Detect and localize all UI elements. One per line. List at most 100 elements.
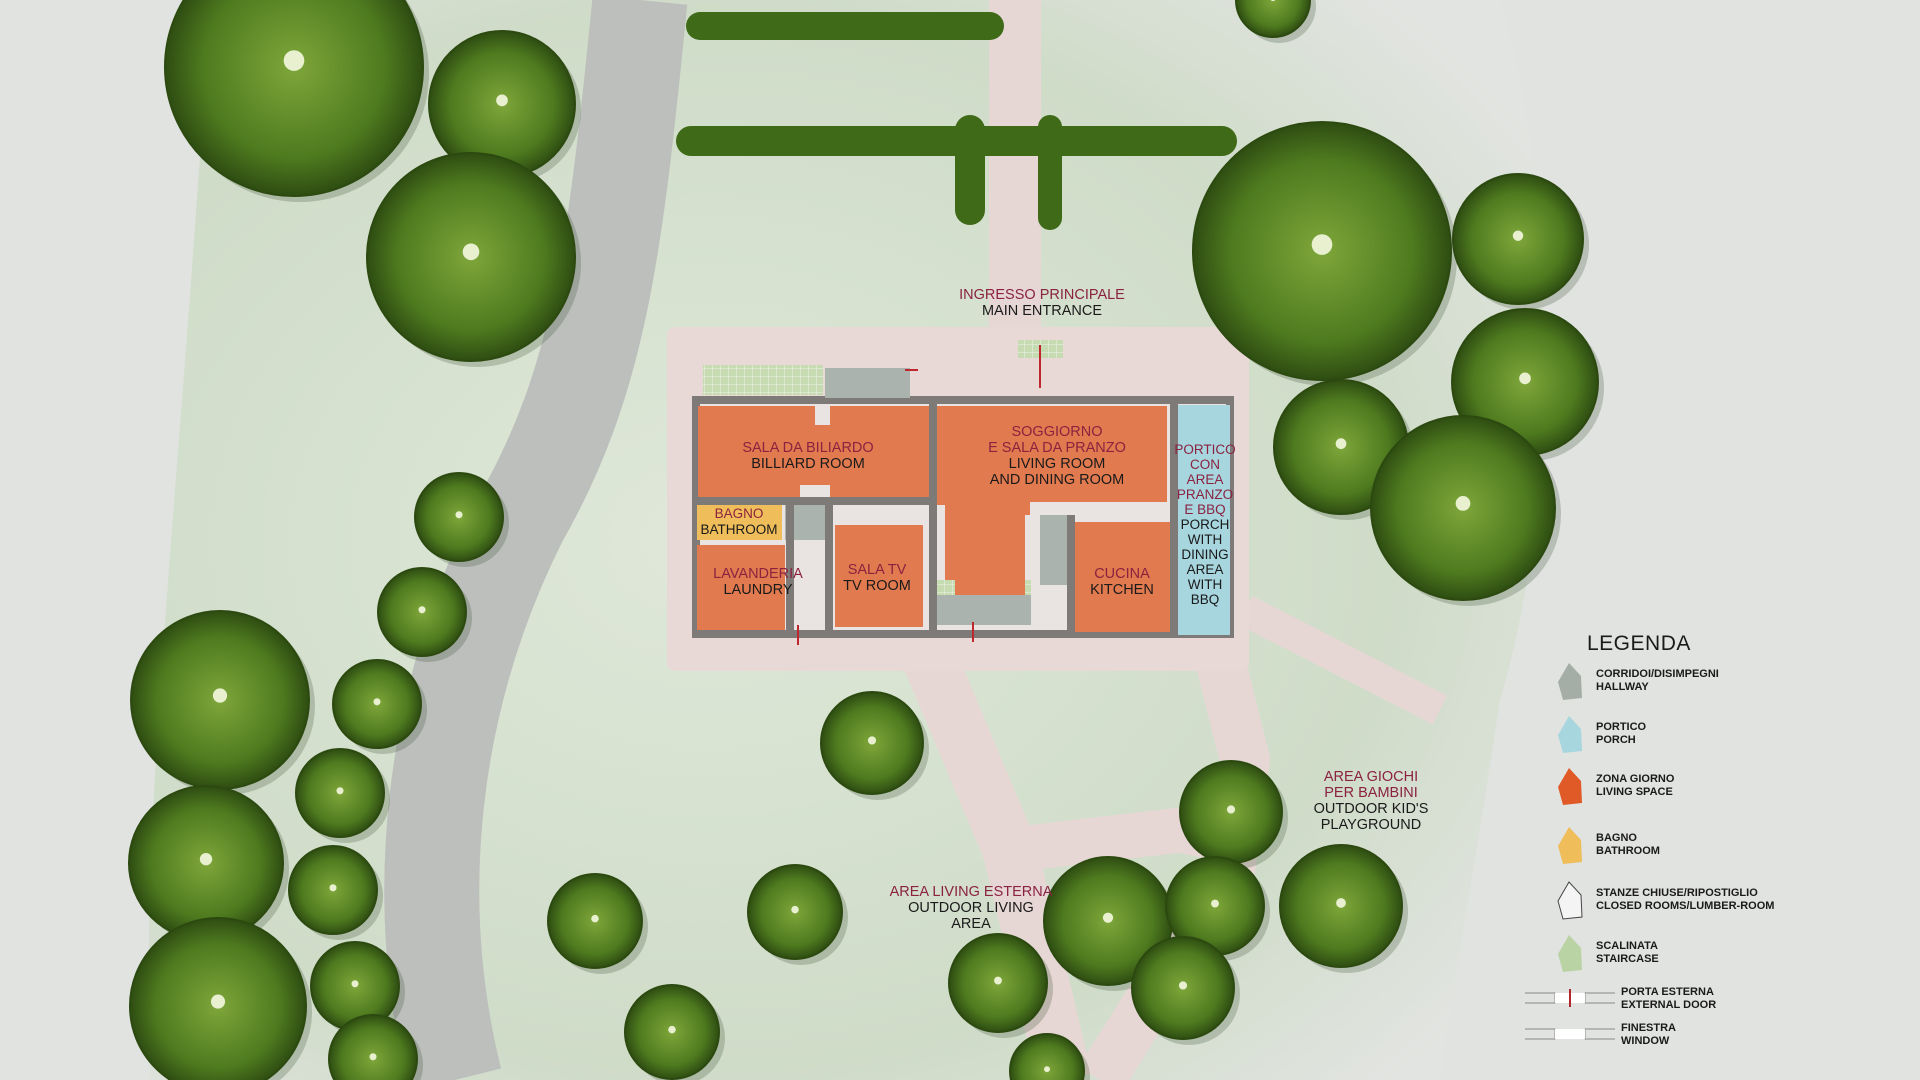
billiard-room-floor [698, 406, 930, 497]
tree-icon [820, 691, 929, 800]
living-room-floor [937, 406, 1167, 595]
tree-icon [414, 472, 509, 567]
tv-room-label: SALA TV TV ROOM [843, 562, 911, 594]
label-italian: BAGNO [714, 506, 764, 521]
label-english: LIVING ROOM [1008, 456, 1106, 472]
tree-icon [377, 567, 472, 662]
label-english: KITCHEN [1090, 582, 1154, 598]
label-english: AND DINING ROOM [989, 472, 1125, 488]
tree-icon [1452, 173, 1589, 310]
staircase [703, 365, 823, 395]
label-english: TV ROOM [843, 578, 911, 594]
label-english: BBQ [1190, 592, 1220, 607]
laundry-label: LAVANDERIA LAUNDRY [713, 566, 803, 598]
tree-icon [1179, 760, 1288, 869]
label-italian: AREA [1186, 472, 1224, 487]
legend-swatch-icon [1557, 881, 1583, 920]
label-english: OUTDOOR KID'S [1313, 801, 1429, 817]
label-english: WITH [1187, 577, 1223, 592]
tree-icon [164, 0, 429, 202]
hallway [1040, 515, 1070, 585]
laundry-floor [697, 545, 785, 630]
label-english: LAUNDRY [723, 582, 793, 598]
tree-icon [295, 748, 390, 843]
kitchen-label: CUCINA KITCHEN [1090, 566, 1154, 598]
tree-icon [948, 933, 1053, 1038]
tree-icon [428, 30, 581, 183]
label-italian: AREA LIVING ESTERNA [889, 884, 1053, 900]
label-italian: INGRESSO PRINCIPALE [959, 287, 1125, 303]
outdoor-living-label: AREA LIVING ESTERNA OUTDOOR LIVING AREA [890, 884, 1053, 932]
label-english: AREA [1186, 562, 1224, 577]
label-italian: PRANZO [1176, 487, 1234, 502]
playground-label: AREA GIOCHI PER BAMBINI OUTDOOR KID'S PL… [1314, 769, 1429, 833]
label-english: BILLIARD ROOM [751, 456, 865, 472]
label-italian: CUCINA [1094, 566, 1150, 582]
tree-icon [547, 873, 648, 974]
label-italian: AREA GIOCHI [1323, 769, 1419, 785]
label-english: AREA [951, 916, 991, 932]
tree-icon [332, 659, 427, 754]
label-italian: SALA TV [847, 562, 907, 578]
legend-swatch-icon [1558, 768, 1582, 805]
external-door-symbol [1525, 989, 1615, 1007]
kitchen-floor [1075, 522, 1170, 632]
tree-icon [1192, 121, 1457, 386]
porch-label: PORTICO CON AREA PRANZO E BBQ PORCH WITH… [1174, 442, 1235, 607]
living-room-label: SOGGIORNO E SALA DA PRANZO LIVING ROOM A… [988, 424, 1126, 488]
label-english: OUTDOOR LIVING [908, 900, 1034, 916]
tree-icon [128, 785, 289, 946]
tree-icon [366, 152, 581, 367]
tree-icon [1131, 936, 1240, 1045]
legend-swatch-icon [1558, 827, 1582, 864]
label-italian: SALA DA BILIARDO [742, 440, 874, 456]
tree-icon [328, 1014, 423, 1080]
hallway [825, 368, 910, 398]
main-entrance-label: INGRESSO PRINCIPALE MAIN ENTRANCE [959, 287, 1125, 319]
legend-title: LEGENDA [1587, 632, 1691, 655]
bathroom-label: BAGNO BATHROOM [701, 506, 778, 538]
tree-icon [747, 864, 848, 965]
tree-icon [1235, 0, 1316, 43]
label-english: WITH [1187, 532, 1223, 547]
tree-icon [1009, 1033, 1090, 1080]
hedges [676, 12, 1237, 230]
label-italian: PER BAMBINI [1324, 785, 1418, 801]
label-english: PORCH [1180, 517, 1230, 532]
tree-icon [624, 984, 725, 1080]
tree-icon [1370, 415, 1561, 606]
tree-icon [130, 610, 315, 795]
label-italian: E BBQ [1184, 502, 1226, 517]
label-italian: SOGGIORNO [1011, 424, 1103, 440]
label-italian: CON [1189, 457, 1220, 472]
label-italian: LAVANDERIA [713, 566, 803, 582]
legend-swatch-icon [1558, 935, 1582, 972]
label-italian: PORTICO [1174, 442, 1236, 457]
legend-swatch-icon [1558, 716, 1582, 753]
bathroom-floor [697, 505, 782, 540]
label-english: BATHROOM [700, 522, 778, 537]
building [692, 340, 1234, 645]
trees [128, 0, 1604, 1080]
road [384, 0, 688, 1080]
tree-icon [129, 917, 312, 1080]
porch-floor [1178, 405, 1230, 635]
hallway [936, 595, 1031, 625]
tv-room-floor [835, 525, 923, 627]
